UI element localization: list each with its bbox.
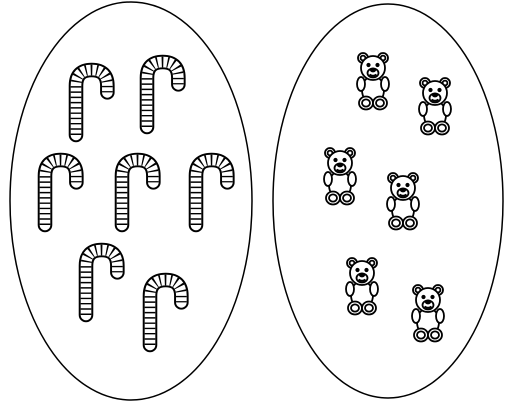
gummy-bear-icon — [346, 258, 378, 315]
candy-cane-icon — [76, 70, 107, 135]
gummy-bear-icon — [324, 148, 356, 205]
candy-cane-icon — [196, 160, 227, 225]
candy-cane-icon — [86, 250, 117, 315]
candy-cane-icon — [122, 160, 153, 225]
candy-cane-icon — [45, 160, 76, 225]
gummy-bear-icon — [419, 78, 451, 135]
gummy-bear-icon — [357, 53, 389, 110]
gummy-bear-icon — [412, 285, 444, 342]
gummy-bear-icon — [387, 173, 419, 230]
candy-cane-icon — [150, 280, 181, 345]
candy-cane-icon — [147, 62, 178, 127]
